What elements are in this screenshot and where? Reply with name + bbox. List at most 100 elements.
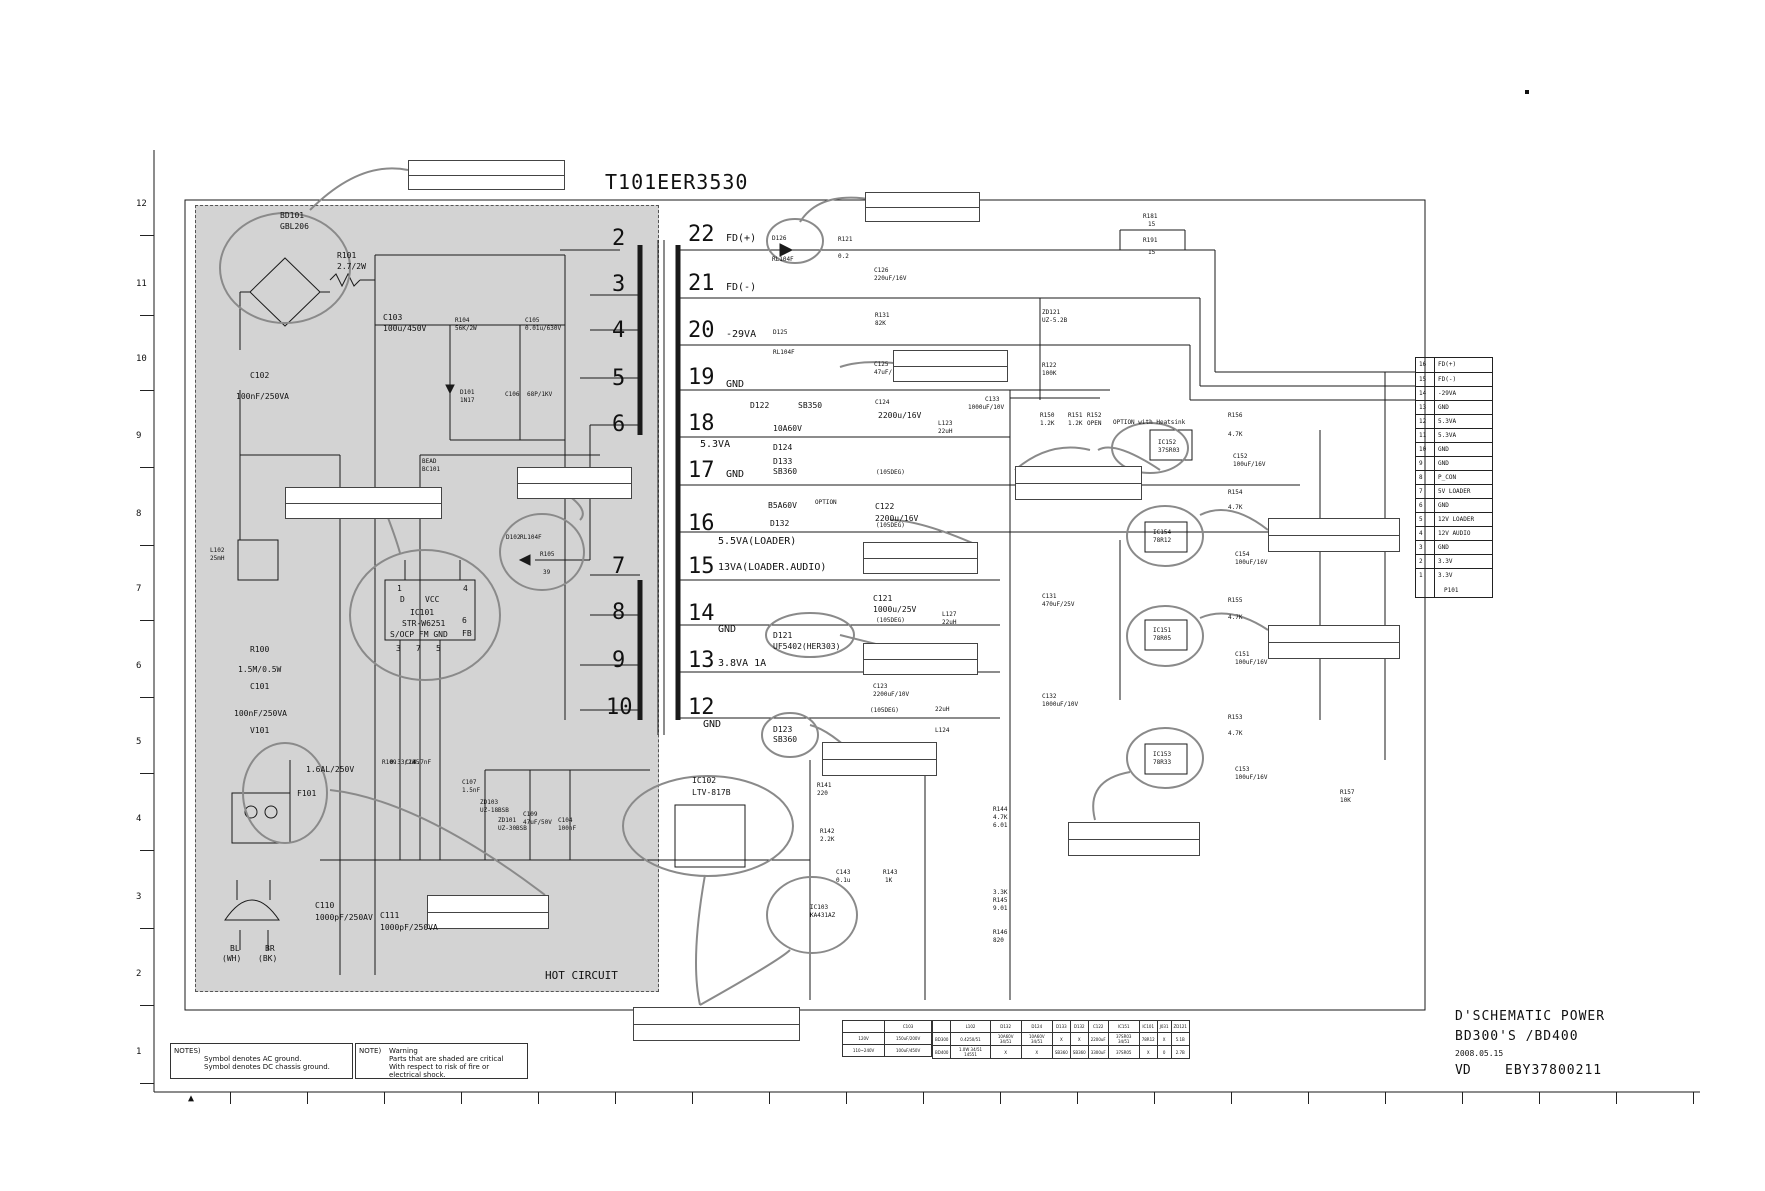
component-value: 100uF/16V bbox=[1235, 659, 1268, 666]
row-number: 4 bbox=[136, 814, 142, 824]
component-value: 4.7K bbox=[1228, 431, 1243, 438]
component-value: GBL206 bbox=[280, 222, 309, 231]
row-tick bbox=[140, 315, 154, 316]
component-ref: D125 bbox=[773, 329, 788, 336]
connector-pin-signal: 5V LOADER bbox=[1438, 488, 1471, 495]
component-value: 100uF/16V bbox=[1233, 461, 1266, 468]
component-value: 0.33/2W bbox=[390, 759, 416, 766]
component-value: 4.7K bbox=[1228, 614, 1243, 621]
component-ref: C110 bbox=[315, 901, 335, 910]
connector-pin-number: 14 bbox=[1419, 390, 1427, 397]
component-value: 82K bbox=[875, 320, 886, 327]
connector-pin-number: 5 bbox=[1419, 516, 1423, 523]
primary-pin: 4 bbox=[612, 318, 626, 343]
plug-pin-label: BR bbox=[265, 944, 275, 953]
table-header-cell: IC151 bbox=[1107, 1020, 1140, 1033]
column-tick bbox=[1154, 1092, 1155, 1104]
connector-pin-number: 4 bbox=[1419, 530, 1423, 537]
table-cell: SB360 bbox=[1051, 1045, 1071, 1059]
component-ref: BEAD bbox=[422, 458, 437, 465]
table-cell: BD400 bbox=[931, 1045, 952, 1059]
component-ref: C125 bbox=[874, 361, 889, 368]
column-tick bbox=[615, 1092, 616, 1104]
option-heatsink-label: OPTION with Heatsink bbox=[1113, 419, 1186, 426]
connector-pin-signal: 3.3V bbox=[1438, 572, 1453, 579]
secondary-pin: 13 bbox=[688, 648, 715, 673]
component-ref: R145 bbox=[993, 897, 1008, 904]
component-value: 22uH bbox=[938, 428, 953, 435]
primary-pin: 9 bbox=[612, 648, 626, 673]
connector-pin-number: 1 bbox=[1419, 572, 1423, 579]
component-value: 25mH bbox=[210, 555, 225, 562]
primary-pin: 2 bbox=[612, 226, 626, 251]
table-header-cell: IC101 bbox=[1138, 1020, 1158, 1033]
component-value: RL104F bbox=[772, 256, 794, 263]
component-ref: C115 bbox=[405, 759, 420, 766]
component-value: 2200u/16V bbox=[875, 514, 919, 523]
notes-title: NOTE) bbox=[359, 1047, 382, 1055]
row-tick bbox=[140, 545, 154, 546]
regulator-ref: IC154 bbox=[1153, 529, 1172, 536]
secondary-pin: 20 bbox=[688, 318, 715, 343]
component-ref: R157 bbox=[1340, 789, 1355, 796]
regulator-2 bbox=[1144, 521, 1188, 553]
table-cell: 37SR05 bbox=[1107, 1045, 1140, 1059]
ic-pin-label: D bbox=[400, 595, 405, 604]
component-ref: L123 bbox=[938, 420, 953, 427]
component-ref: D102 bbox=[506, 534, 521, 541]
row-number: 2 bbox=[136, 969, 142, 979]
component-ref: IC101 bbox=[410, 608, 435, 617]
component-value: 47uF/50V bbox=[523, 819, 552, 826]
table-header-cell: D132 bbox=[989, 1020, 1022, 1033]
component-value: UZ-18BSB bbox=[480, 807, 509, 814]
component-value: 1000uF/10V bbox=[1042, 701, 1079, 708]
component-ref: R151 bbox=[1068, 412, 1083, 419]
connector-pin-number: 13 bbox=[1419, 404, 1427, 411]
table-header-cell: ZD121 bbox=[1170, 1020, 1190, 1033]
schematic-frame bbox=[184, 199, 1426, 1011]
component-value: SB350 bbox=[798, 401, 823, 410]
notes-line: Warning bbox=[389, 1047, 418, 1055]
rail-label: -29VA bbox=[726, 329, 757, 340]
column-tick bbox=[692, 1092, 693, 1104]
primary-pin: 10 bbox=[606, 695, 633, 720]
connector-pin-signal: GND bbox=[1438, 544, 1449, 551]
component-value: 220 bbox=[817, 790, 828, 797]
callout-box bbox=[1268, 625, 1400, 659]
d101-diode bbox=[445, 384, 455, 395]
secondary-pin: 22 bbox=[688, 222, 715, 247]
ic-pin-number: 6 bbox=[462, 616, 467, 625]
column-tick bbox=[1539, 1092, 1540, 1104]
component-value: KA431AZ bbox=[810, 912, 836, 919]
row-number: 10 bbox=[136, 354, 147, 364]
connector-pin-number: 10 bbox=[1419, 446, 1427, 453]
table-cell: X bbox=[1051, 1032, 1071, 1046]
component-value: 2.2K bbox=[820, 836, 835, 843]
component-ref: C123 bbox=[873, 683, 888, 690]
table-header-cell bbox=[841, 1020, 886, 1033]
component-value: UZ-30BSB bbox=[498, 825, 527, 832]
table-cell: 37SR03 34/51 bbox=[1107, 1032, 1140, 1046]
notes-line: With respect to risk of fire or bbox=[389, 1063, 490, 1071]
component-ref: C111 bbox=[380, 911, 400, 920]
notes-line: Symbol denotes AC ground. bbox=[204, 1055, 302, 1063]
component-value: 220uF/16V bbox=[874, 275, 907, 282]
component-value: OPEN bbox=[1087, 420, 1102, 427]
component-value: 15 bbox=[1148, 249, 1156, 256]
component-tolerance: 9.01 bbox=[993, 905, 1008, 912]
component-ref: BD101 bbox=[280, 211, 305, 220]
component-ref: C121 bbox=[873, 594, 893, 603]
table-cell: 10A60V 34/51 bbox=[1020, 1032, 1053, 1046]
line-filter bbox=[237, 539, 279, 581]
regulator-part: 37SR03 bbox=[1158, 447, 1180, 454]
callout-box bbox=[1068, 822, 1200, 856]
regulator-part: 78R33 bbox=[1153, 759, 1172, 766]
